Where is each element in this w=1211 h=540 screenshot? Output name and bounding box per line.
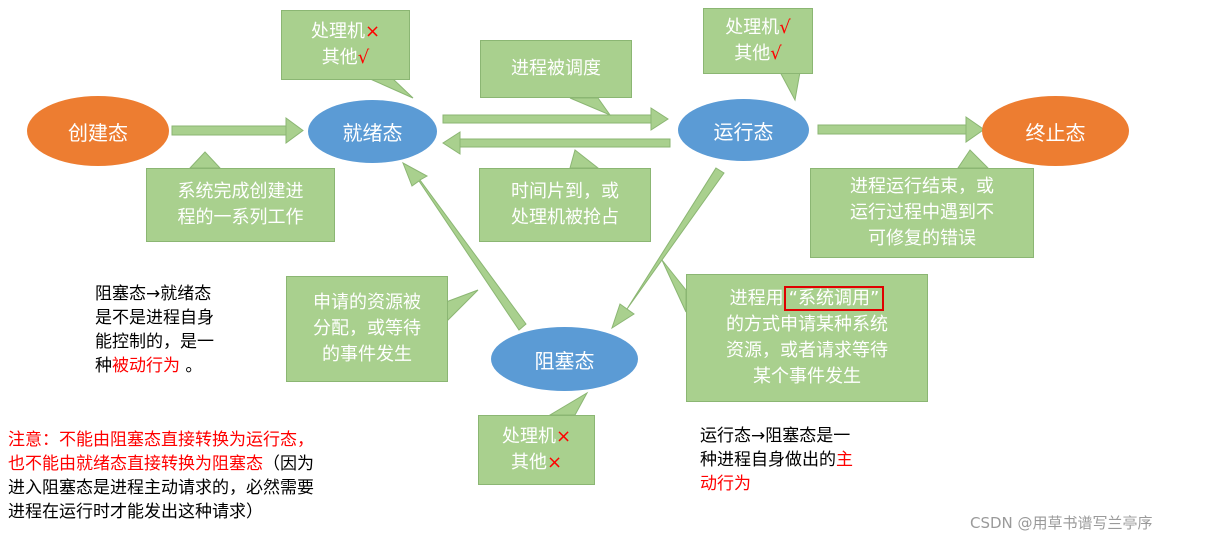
check-mark: √ [770,43,782,64]
note-line: 运行态→阻塞态是一 [700,426,851,446]
resource-label: 其他 [510,452,547,473]
note-text: 。 [180,356,203,376]
note-highlight: 主 [836,450,853,470]
callout-line: 可修复的错误 [868,228,976,249]
resource-label: 其他 [734,43,771,64]
callout-create-done: 系统完成创建进 程的一系列工作 [146,168,335,242]
callout-line: 运行过程中遇到不 [850,202,994,223]
state-terminated: 终止态 [982,96,1129,166]
warning-line: 也不能由就绪态直接转换为阻塞态 [8,454,263,474]
callout-scheduled: 进程被调度 [480,40,632,98]
note-line: 是不是进程自身 [95,308,214,328]
state-create: 创建态 [27,96,169,166]
watermark: CSDN @用草书谱写兰亭序 [970,514,1153,532]
tail-syscall [661,259,687,313]
note-line: 进入阻塞态是进程主动请求的，必然需要 [8,478,314,498]
resource-label: 其他 [321,47,358,68]
arrow-ready-to-running [442,107,669,131]
callout-line: 时间片到，或 [511,181,619,202]
resource-label: 处理机 [501,426,556,447]
resource-label: 处理机 [310,21,365,42]
callout-resource-assigned: 申请的资源被 分配，或等待 的事件发生 [286,276,448,382]
note-line: 进程在运行时才能发出这种请求） [8,502,263,522]
tail-create-done [188,151,222,169]
arrow-running-to-blocked [611,167,725,330]
syscall-highlight: “系统调用” [783,286,885,311]
tail-timeslice [569,149,600,169]
resource-label: 处理机 [725,17,780,38]
callout-line: 资源，或者请求等待 [726,340,888,361]
arrow-running-to-terminated [817,116,985,143]
callout-line: 程的一系列工作 [177,207,304,228]
note-blocked-to-ready: 阻塞态→就绪态 是不是进程自身 能控制的，是一 种被动行为 。 [95,282,214,378]
note-line: 阻塞态→就绪态 [95,284,212,304]
note-text: 种 [95,356,112,376]
cross-mark: × [546,452,563,473]
tail-finished [957,149,990,169]
tail-ready-resources [367,77,414,99]
state-running: 运行态 [678,99,809,161]
tail-running-resources [779,71,801,102]
callout-blocked-resources: 处理机× 其他× [478,415,595,485]
note-warning: 注意：不能由阻塞态直接转换为运行态， 也不能由就绪态直接转换为阻塞态（因为 进入… [8,428,314,524]
check-mark: √ [357,47,370,68]
callout-line: 分配，或等待 [313,318,421,339]
cross-mark: × [364,21,381,42]
arrow-blocked-to-ready [402,161,527,331]
callout-line: 的方式申请某种系统 [726,314,888,335]
state-ready: 就绪态 [308,100,437,163]
note-highlight: 被动行为 [112,356,180,376]
warning-line: 注意：不能由阻塞态直接转换为运行态， [8,430,314,450]
arrow-running-to-ready [442,131,671,155]
callout-line: 的事件发生 [322,344,412,365]
tail-resource-assigned [445,289,479,324]
note-line: 能控制的，是一 [95,332,214,352]
callout-line: 申请的资源被 [313,292,421,313]
callout-syscall: 进程用“系统调用” 的方式申请某种系统 资源，或者请求等待 某个事件发生 [686,274,928,402]
callout-line: 处理机被抢占 [511,207,619,228]
note-highlight: 动行为 [700,474,751,494]
tail-scheduled [569,97,612,117]
callout-text: 进程用 [729,288,784,309]
callout-ready-resources: 处理机× 其他√ [281,10,410,80]
state-blocked: 阻塞态 [491,327,638,391]
arrow-create-to-ready [171,117,304,144]
callout-timeslice: 时间片到，或 处理机被抢占 [479,168,651,242]
callout-running-resources: 处理机√ 其他√ [703,8,813,74]
callout-finished: 进程运行结束，或 运行过程中遇到不 可修复的错误 [810,168,1034,258]
callout-line: 进程运行结束，或 [850,176,994,197]
callout-text: 进程被调度 [511,58,601,79]
note-text: 种进程自身做出的 [700,450,836,470]
callout-line: 某个事件发生 [753,366,861,387]
note-running-to-blocked: 运行态→阻塞态是一 种进程自身做出的主 动行为 [700,424,853,496]
tail-blocked-resources [548,391,589,416]
cross-mark: × [555,426,572,447]
callout-line: 系统完成创建进 [177,181,304,202]
check-mark: √ [779,17,791,38]
note-text: （因为 [263,454,314,474]
